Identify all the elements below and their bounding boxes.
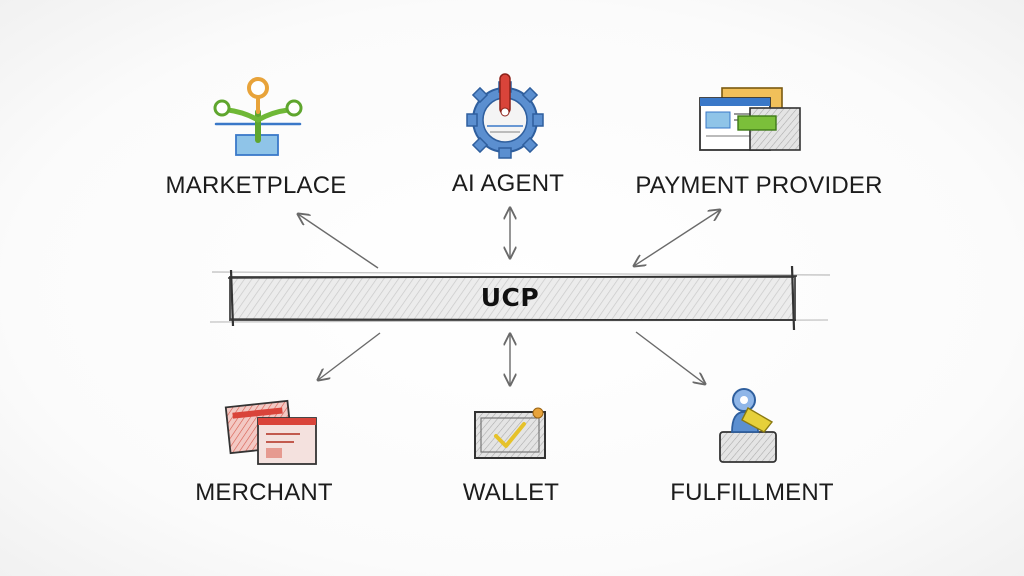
- marketplace-label: MARKETPLACE: [165, 172, 347, 199]
- arrow-fulfillment: [635, 331, 705, 384]
- fulfillment-label: FULFILLMENT: [670, 479, 834, 506]
- arrow-marketplace: [298, 214, 379, 269]
- payment-screens-icon: [699, 87, 801, 151]
- marketplace-plant-icon: [213, 77, 303, 156]
- gear-agent-icon: [466, 73, 544, 159]
- storefront-screens-icon: [224, 399, 317, 465]
- payment-provider-label: PAYMENT PROVIDER: [635, 172, 883, 199]
- ai-agent-label: AI AGENT: [451, 170, 565, 197]
- connector-arrows: [298, 208, 720, 385]
- ucp-bus-label: UCP: [480, 283, 540, 312]
- merchant-label: MERCHANT: [195, 479, 333, 506]
- wallet-label: WALLET: [462, 479, 560, 506]
- arrow-payment-provider: [634, 210, 720, 266]
- arrow-merchant: [318, 332, 381, 380]
- fulfillment-box-icon: [719, 388, 777, 463]
- ucp-bus-bar: [209, 265, 831, 331]
- wallet-check-icon: [474, 407, 546, 459]
